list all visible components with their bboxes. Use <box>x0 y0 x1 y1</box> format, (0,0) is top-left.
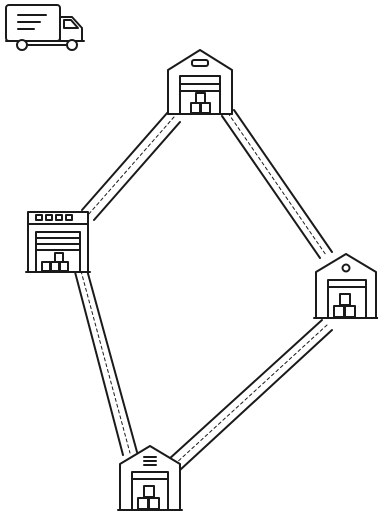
factory-warehouse-icon-left <box>25 211 91 273</box>
delivery-truck-icon <box>5 4 85 51</box>
warehouse-icon-right <box>313 253 378 319</box>
road-right-bottom <box>167 319 333 471</box>
warehouse-icon-bottom <box>117 445 183 511</box>
road-top-right <box>221 109 333 259</box>
warehouse-icon-top <box>167 49 233 115</box>
road-top-left <box>81 111 181 221</box>
road-left-bottom <box>74 269 138 456</box>
